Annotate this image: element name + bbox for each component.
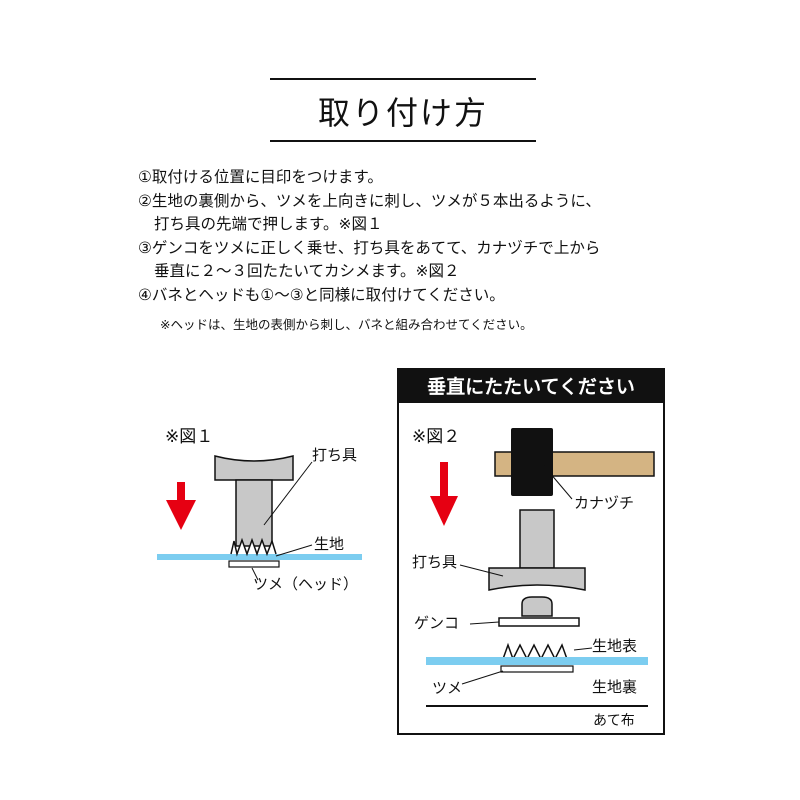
- fig1-prongs: [228, 537, 280, 568]
- fig1-label-prongs: ツメ（ヘッド）: [253, 575, 358, 593]
- fig2-label-tool: 打ち具: [412, 553, 457, 571]
- figure-1: ※図１ 打ち具 生地 ツメ（ヘッド）: [157, 427, 362, 593]
- down-arrow-icon: [166, 482, 196, 530]
- fig1-label-fabric: 生地: [314, 535, 344, 553]
- leader-genko: [469, 621, 500, 625]
- hammer-icon: [494, 428, 655, 496]
- fig2-banner-text: 垂直にたたいてください: [427, 375, 635, 398]
- tool-shaft: [519, 509, 555, 569]
- tool-shaft: [235, 479, 273, 547]
- leader-tool: [459, 564, 504, 577]
- arrow-head: [166, 500, 196, 530]
- fig2-title: ※図２: [412, 427, 460, 447]
- step-4: ④バネとヘッドも①〜③と同様に取付けてください。: [138, 285, 505, 304]
- instruction-list: ①取付ける位置に目印をつけます。 ②生地の裏側から、ツメを上向きに刺し、ツメが５…: [138, 166, 601, 307]
- down-arrow-icon: [430, 462, 458, 526]
- fig1-title: ※図１: [165, 427, 213, 447]
- step-3-cont: 垂直に２〜３回たたいてカシメます。※図２: [154, 262, 460, 280]
- leader-tool: [263, 461, 313, 526]
- fig2-banner: [398, 369, 664, 403]
- prong-base: [500, 665, 574, 673]
- fig2-prongs: [502, 642, 568, 661]
- tool-cap: [488, 567, 586, 591]
- figure-2: 垂直にたたいてください ※図２ カナヅチ 打ち具 ゲンコ: [397, 368, 665, 735]
- leader-prongs: [461, 670, 504, 685]
- leader-hammer: [543, 465, 573, 500]
- fig1-setting-tool: [214, 455, 294, 547]
- fig2-label-cloth: あて布: [593, 713, 635, 729]
- arrow-shaft: [177, 482, 185, 502]
- leader-front: [573, 647, 593, 651]
- fig2-fabric: [426, 657, 648, 665]
- step-1: ①取付ける位置に目印をつけます。: [138, 168, 383, 186]
- fig1-label-tool: 打ち具: [312, 446, 357, 464]
- tool-cap: [214, 455, 294, 481]
- title-rule-top: [270, 78, 536, 80]
- head-note: ※ヘッドは、生地の表側から刺し、バネと組み合わせてください。: [160, 317, 533, 332]
- leader-prongs: [251, 567, 259, 581]
- step-2: ②生地の裏側から、ツメを上向きに刺し、ツメが５本出るように、: [138, 191, 601, 210]
- prong-base: [228, 560, 280, 568]
- fig2-setting-tool: [488, 509, 586, 591]
- fig2-label-genko: ゲンコ: [414, 614, 459, 632]
- step-3: ③ゲンコをツメに正しく乗せ、打ち具をあてて、カナヅチで上から: [138, 238, 601, 257]
- step-2-cont: 打ち具の先端で押します。※図１: [154, 215, 383, 233]
- fig2-label-hammer: カナヅチ: [574, 494, 634, 512]
- fig2-label-back: 生地裏: [592, 678, 637, 696]
- fig2-label-prongs: ツメ: [432, 679, 462, 697]
- page-title: 取り付け方: [317, 94, 488, 132]
- leader-fabric: [275, 544, 313, 557]
- fig1-fabric: [157, 554, 362, 560]
- title-block: 取り付け方: [270, 78, 536, 142]
- fig2-label-front: 生地表: [592, 637, 637, 655]
- hammer-head: [511, 428, 553, 496]
- title-rule-bottom: [270, 140, 536, 142]
